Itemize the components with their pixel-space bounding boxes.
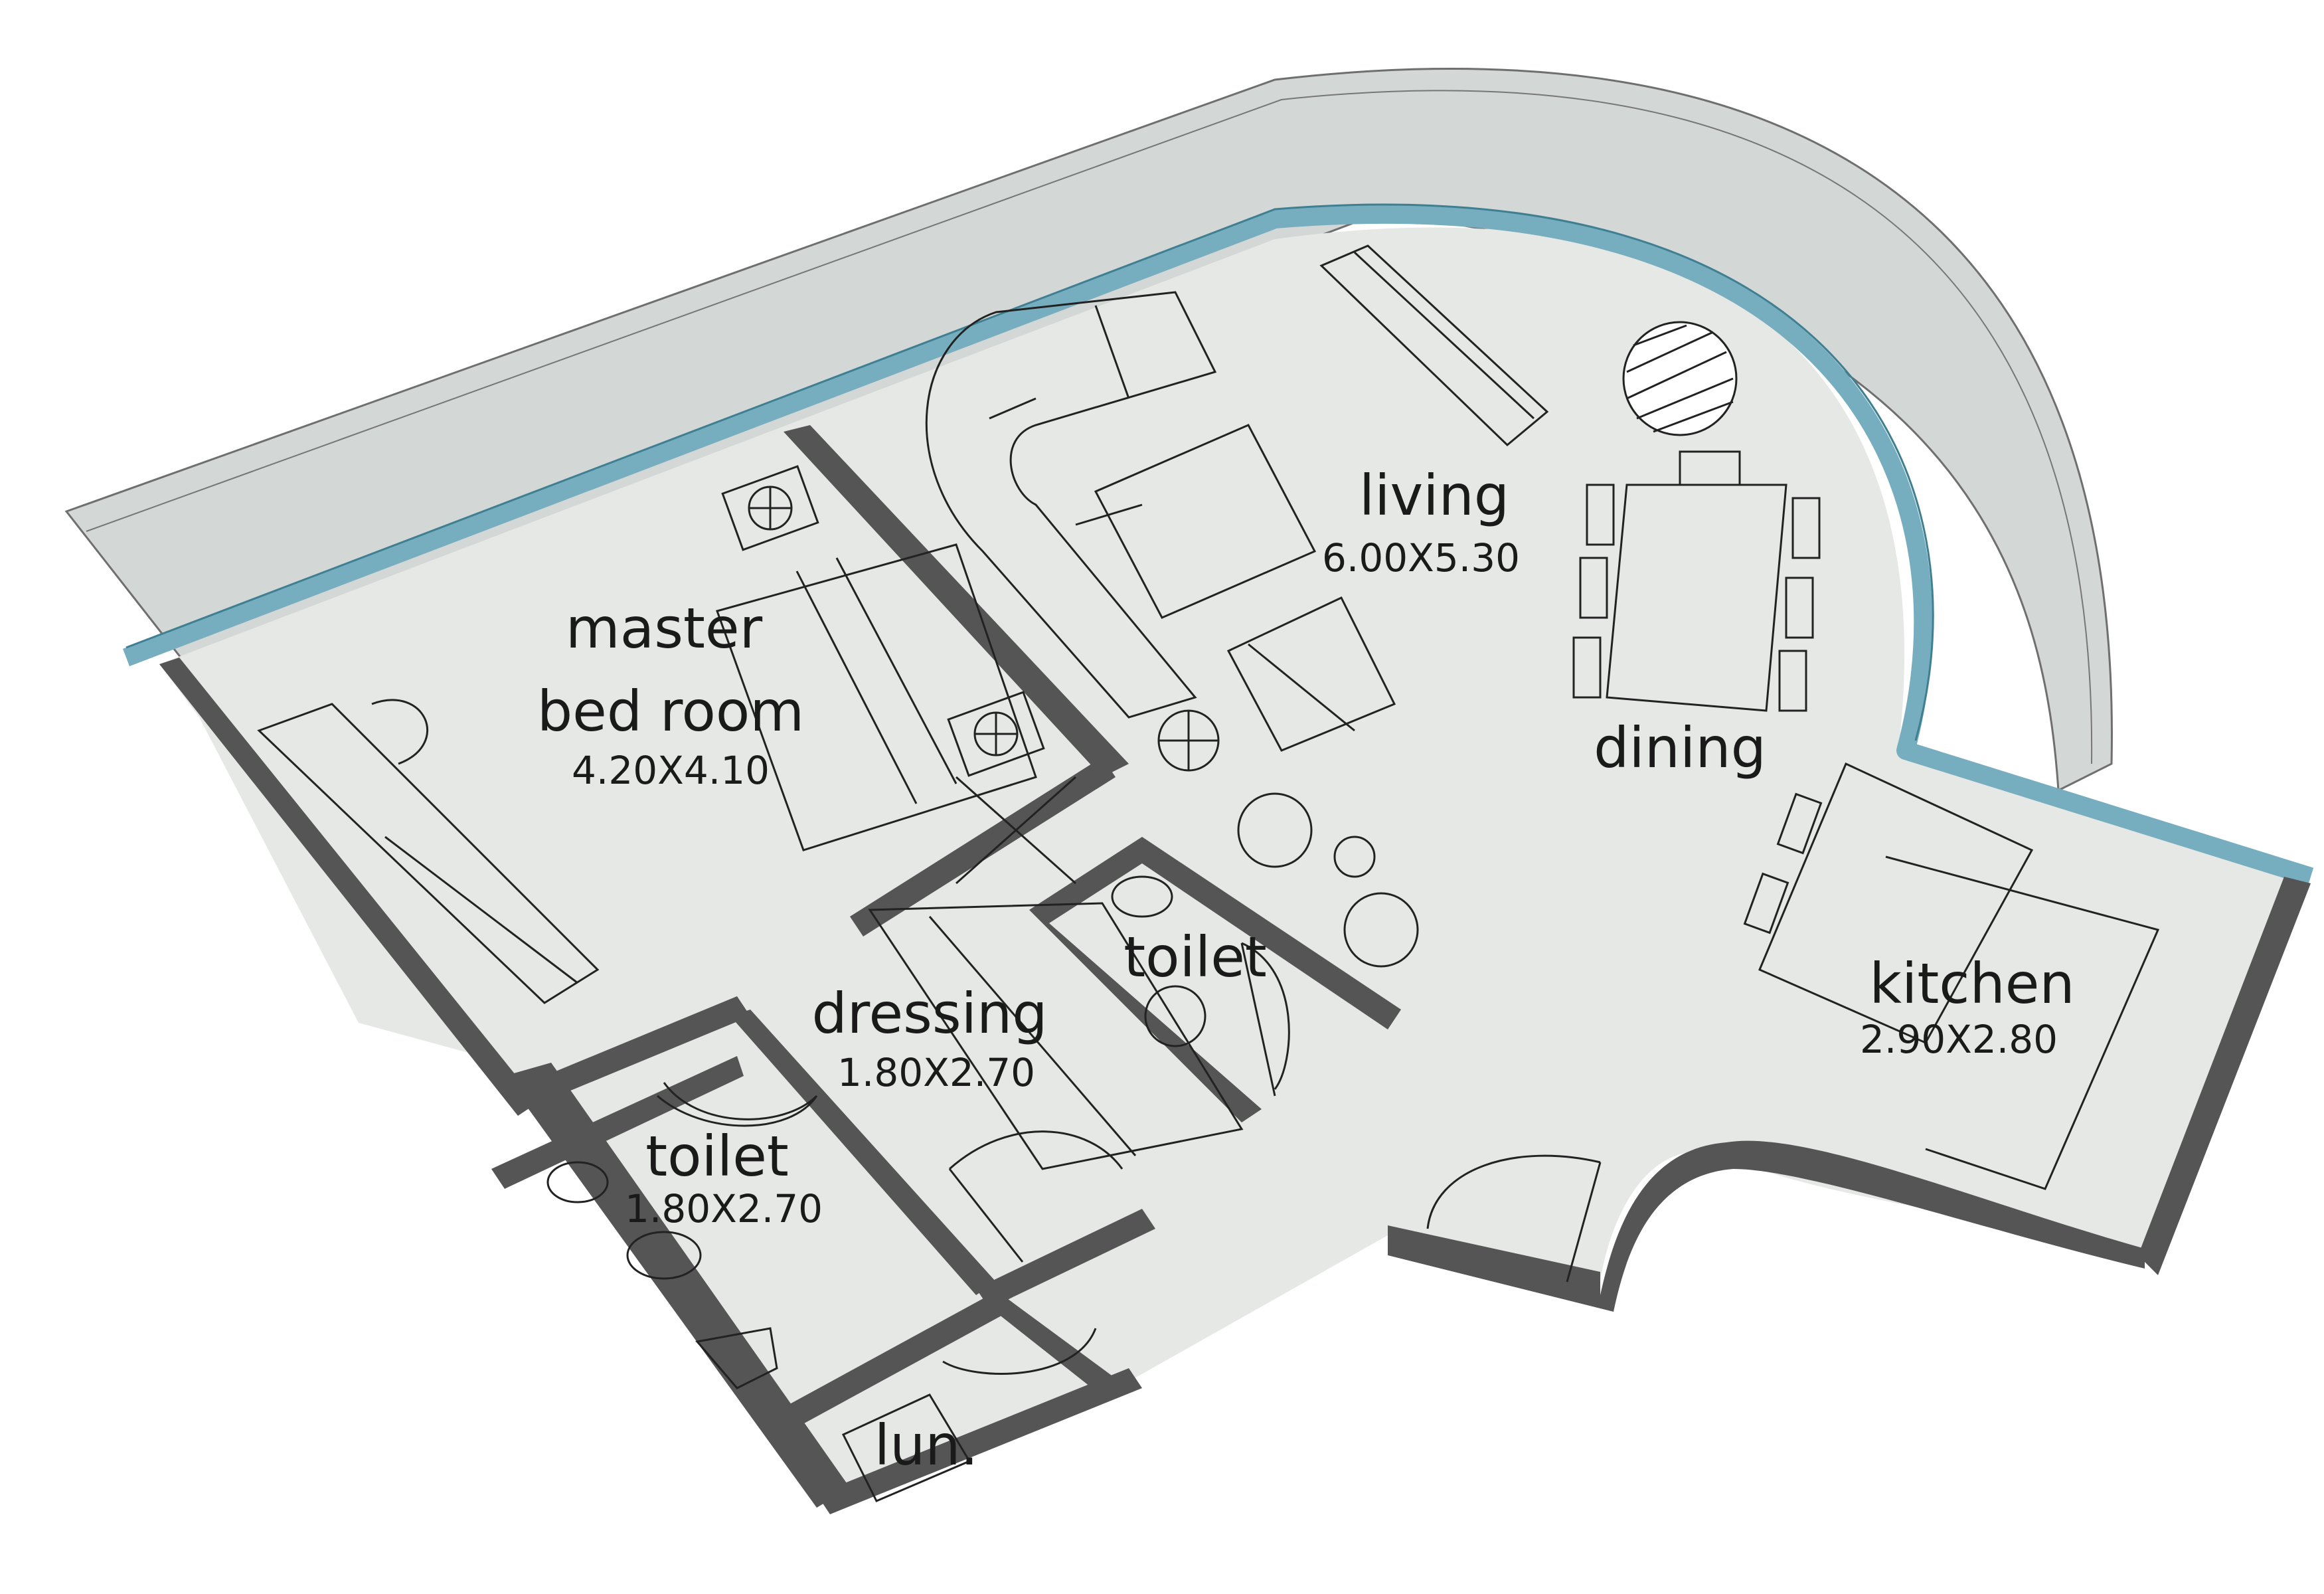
floor-area [159, 227, 2297, 1495]
lounge-chairs [1237, 792, 1419, 968]
dining-table [1572, 450, 1821, 712]
exterior-wall-west [159, 658, 538, 1116]
wall-dressing-south [976, 1209, 1155, 1308]
laundry-fixtures [841, 1328, 1097, 1502]
round-planter [1622, 321, 1738, 436]
sofa-sectional [925, 291, 1217, 719]
label-living: living [1359, 463, 1509, 528]
coffee-table [1094, 424, 1317, 619]
label-master-line2: bed room [537, 679, 804, 744]
exterior-wall-entry [1388, 1140, 2145, 1312]
master-bed [716, 543, 1037, 851]
wall-master-south [544, 996, 750, 1096]
glass-facade-edge [125, 203, 1934, 741]
wall-laundry [770, 1295, 1129, 1435]
exterior-wall-south [817, 1368, 1142, 1514]
label-dining: dining [1594, 715, 1766, 780]
wall-toilet-upper [1029, 837, 1401, 1122]
label-laundry: lun. [874, 1413, 979, 1478]
balcony-railing [86, 90, 2093, 764]
glass-facade [123, 205, 2314, 886]
toilet-lower-fixtures [546, 1095, 818, 1389]
label-toilet-upper: toilet [1123, 925, 1267, 990]
exterior-wall-southwest [505, 1063, 850, 1508]
armchair [1226, 596, 1396, 752]
label-dressing: dressing [811, 981, 1047, 1046]
kitchen-counter [1743, 762, 2160, 1190]
label-toilet-lower: toilet [645, 1124, 789, 1189]
exterior-wall-kitchen [2138, 877, 2311, 1275]
label-toilet-lower-dims: 1.80X2.70 [625, 1186, 823, 1231]
nightstand-lower [947, 691, 1045, 777]
wall-master-living [784, 425, 1129, 777]
label-master-line1: master [566, 596, 763, 661]
nightstand-upper [721, 465, 819, 551]
entry-door [1426, 1154, 1602, 1283]
side-table-living [1157, 709, 1220, 772]
label-kitchen-dims: 2.90X2.80 [1860, 1017, 2058, 1062]
label-dressing-dims: 1.80X2.70 [837, 1050, 1035, 1095]
label-kitchen: kitchen [1869, 951, 2074, 1016]
toilet-upper-fixtures [1111, 875, 1290, 1097]
label-living-dims: 6.00X5.30 [1322, 535, 1520, 580]
label-master-dims: 4.20X4.10 [572, 748, 770, 793]
tv-console [1319, 244, 1549, 447]
wardrobe [257, 699, 600, 1004]
dressing-fixtures [663, 776, 1244, 1263]
